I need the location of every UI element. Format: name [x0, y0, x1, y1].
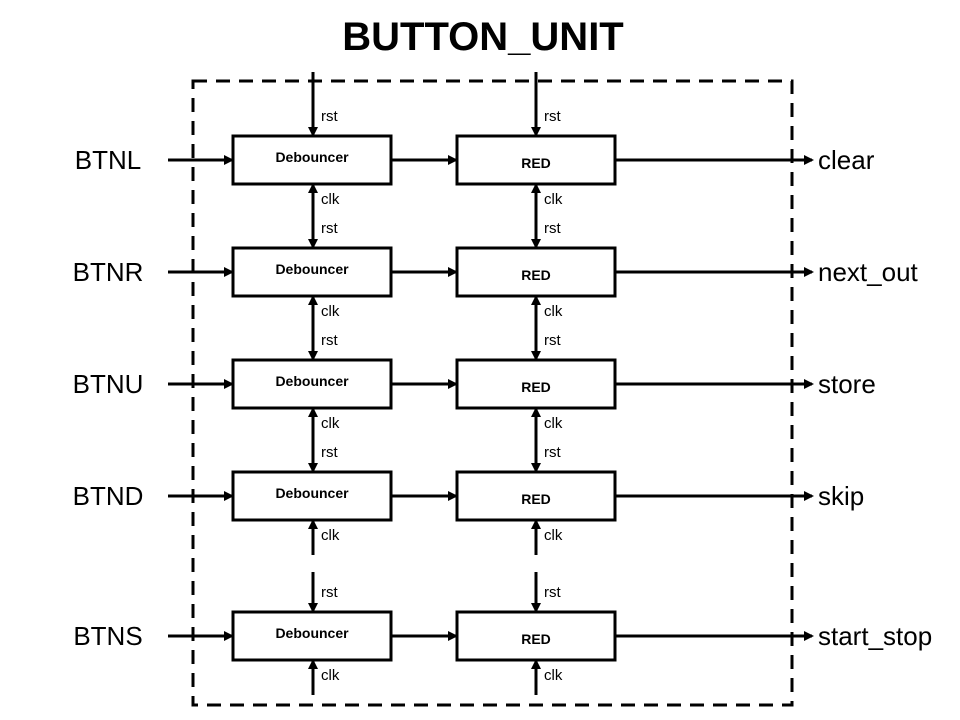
- debouncer-label: Debouncer: [275, 261, 349, 277]
- red-rst-label: rst: [544, 332, 561, 349]
- debouncer-rst-label: rst: [321, 444, 338, 461]
- output-label-store: store: [818, 369, 876, 399]
- red-label: RED: [521, 491, 551, 507]
- red-clk-label: clk: [544, 527, 563, 544]
- debouncer-clk-label: clk: [321, 303, 340, 320]
- red-label: RED: [521, 155, 551, 171]
- output-label-clear: clear: [818, 145, 875, 175]
- debouncer-label: Debouncer: [275, 625, 349, 641]
- input-label-btnl: BTNL: [75, 145, 141, 175]
- red-block: [455, 610, 617, 662]
- debouncer-rst-label: rst: [321, 584, 338, 601]
- input-label-btnd: BTND: [73, 481, 144, 511]
- diagram-title: BUTTON_UNIT: [342, 15, 623, 59]
- debouncer-rst-label: rst: [321, 220, 338, 237]
- red-block: [455, 246, 617, 298]
- debouncer-block: [231, 358, 393, 410]
- red-rst-label: rst: [544, 444, 561, 461]
- output-label-next-out: next_out: [818, 257, 919, 287]
- debouncer-clk-label: clk: [321, 415, 340, 432]
- red-rst-label: rst: [544, 108, 561, 125]
- debouncer-clk-label: clk: [321, 667, 340, 684]
- red-rst-label: rst: [544, 220, 561, 237]
- output-label-start-stop: start_stop: [818, 621, 932, 651]
- red-label: RED: [521, 267, 551, 283]
- red-label: RED: [521, 631, 551, 647]
- output-label-skip: skip: [818, 481, 864, 511]
- input-label-btnu: BTNU: [73, 369, 144, 399]
- input-label-btns: BTNS: [73, 621, 142, 651]
- debouncer-rst-label: rst: [321, 332, 338, 349]
- debouncer-rst-label: rst: [321, 108, 338, 125]
- debouncer-label: Debouncer: [275, 149, 349, 165]
- red-clk-label: clk: [544, 415, 563, 432]
- debouncer-clk-label: clk: [321, 191, 340, 208]
- debouncer-clk-label: clk: [321, 527, 340, 544]
- debouncer-label: Debouncer: [275, 485, 349, 501]
- red-clk-label: clk: [544, 667, 563, 684]
- red-clk-label: clk: [544, 191, 563, 208]
- input-label-btnr: BTNR: [73, 257, 144, 287]
- red-clk-label: clk: [544, 303, 563, 320]
- button-unit-boundary: [191, 79, 794, 707]
- debouncer-label: Debouncer: [275, 373, 349, 389]
- red-label: RED: [521, 379, 551, 395]
- debouncer-block: [231, 470, 393, 522]
- red-rst-label: rst: [544, 584, 561, 601]
